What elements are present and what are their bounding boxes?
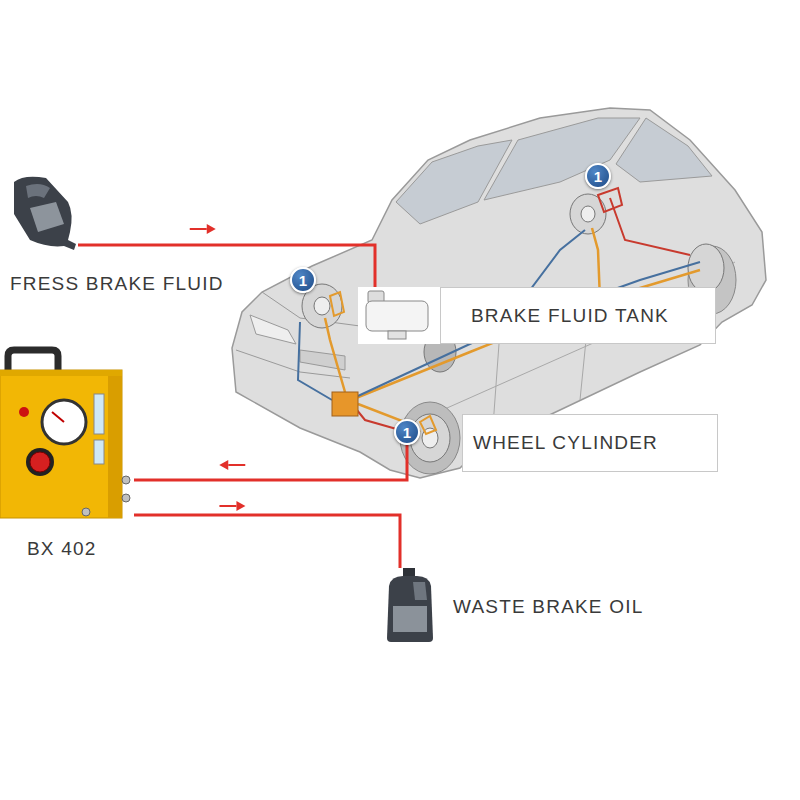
- arrow-shaft: [219, 505, 236, 507]
- tire: [400, 402, 460, 474]
- flow-connector-group: [134, 501, 400, 568]
- fluid-hose: [134, 515, 400, 568]
- arrow-head: [207, 224, 216, 234]
- machine-top: [0, 370, 122, 376]
- arrow-head: [236, 501, 245, 511]
- brake-line: [352, 198, 690, 430]
- tank-label-box: BRAKE FLUID TANK: [358, 287, 716, 344]
- callout-number: 1: [594, 168, 602, 185]
- stop-button: [30, 452, 50, 472]
- machine-body: [0, 370, 122, 518]
- bottle-label: WASTE BRAKE OIL: [453, 596, 643, 618]
- waste-oil-bottle: WASTE BRAKE OIL: [383, 568, 437, 642]
- exchanger-machine: BX 402: [0, 350, 134, 520]
- arrow-shaft: [228, 464, 245, 466]
- hose-port: [122, 476, 130, 484]
- sight-glass: [94, 394, 104, 434]
- hose-port: [122, 494, 130, 502]
- rear-window: [616, 118, 712, 182]
- brake-line: [298, 230, 700, 400]
- sight-glass: [94, 440, 104, 464]
- node-shape: [0, 350, 134, 520]
- caliper: [330, 292, 344, 316]
- hose-port: [82, 508, 90, 516]
- flow-connector-group: [134, 445, 407, 480]
- label-frame: BRAKE FLUID TANK: [440, 287, 716, 344]
- bottle-panel: [30, 202, 64, 232]
- part-label-box: WHEEL CYLINDER: [462, 414, 718, 472]
- indicator-light: [19, 407, 29, 417]
- node-shape: [383, 568, 437, 642]
- reservoir-backdrop: [358, 287, 440, 344]
- arrow-shaft: [190, 228, 207, 230]
- wheel-cylinder-mark: [598, 188, 622, 212]
- callout-circle: 1: [394, 419, 420, 445]
- side-line: [420, 262, 735, 420]
- bottle-label: FRESS BRAKE FLUID: [10, 273, 224, 295]
- button-plate: [26, 448, 54, 476]
- bottle-body: [14, 177, 76, 250]
- bottle-handle: [26, 184, 50, 198]
- part-label: BRAKE FLUID TANK: [471, 305, 669, 327]
- fresh-fluid-bottle: FRESS BRAKE FLUID: [8, 172, 78, 252]
- callout-circle: 1: [290, 267, 316, 293]
- brake-disc: [688, 244, 724, 292]
- reservoir-base: [388, 331, 406, 339]
- caliper: [420, 416, 436, 434]
- car-body: [232, 108, 766, 478]
- arrow-head: [219, 460, 228, 470]
- reservoir-tank: [366, 301, 428, 331]
- master-cylinder: [332, 392, 358, 416]
- machine-model: BX 402: [27, 538, 97, 560]
- headlight: [250, 315, 296, 344]
- bottle-handle: [413, 582, 427, 600]
- bottle-panel: [393, 606, 427, 632]
- callout-number: 1: [299, 272, 307, 289]
- machine-side: [108, 370, 122, 518]
- bottle-body: [387, 576, 433, 642]
- bottle-cap: [403, 568, 415, 577]
- callout-number: 1: [403, 424, 411, 441]
- pressure-gauge: [42, 400, 86, 444]
- disc-hub: [314, 297, 330, 315]
- node-shape: [8, 172, 78, 252]
- callout-circle: 1: [585, 163, 611, 189]
- disc-hub: [581, 206, 595, 222]
- gauge-needle: [52, 412, 64, 422]
- part-label: WHEEL CYLINDER: [473, 432, 658, 454]
- fluid-hose: [134, 445, 407, 480]
